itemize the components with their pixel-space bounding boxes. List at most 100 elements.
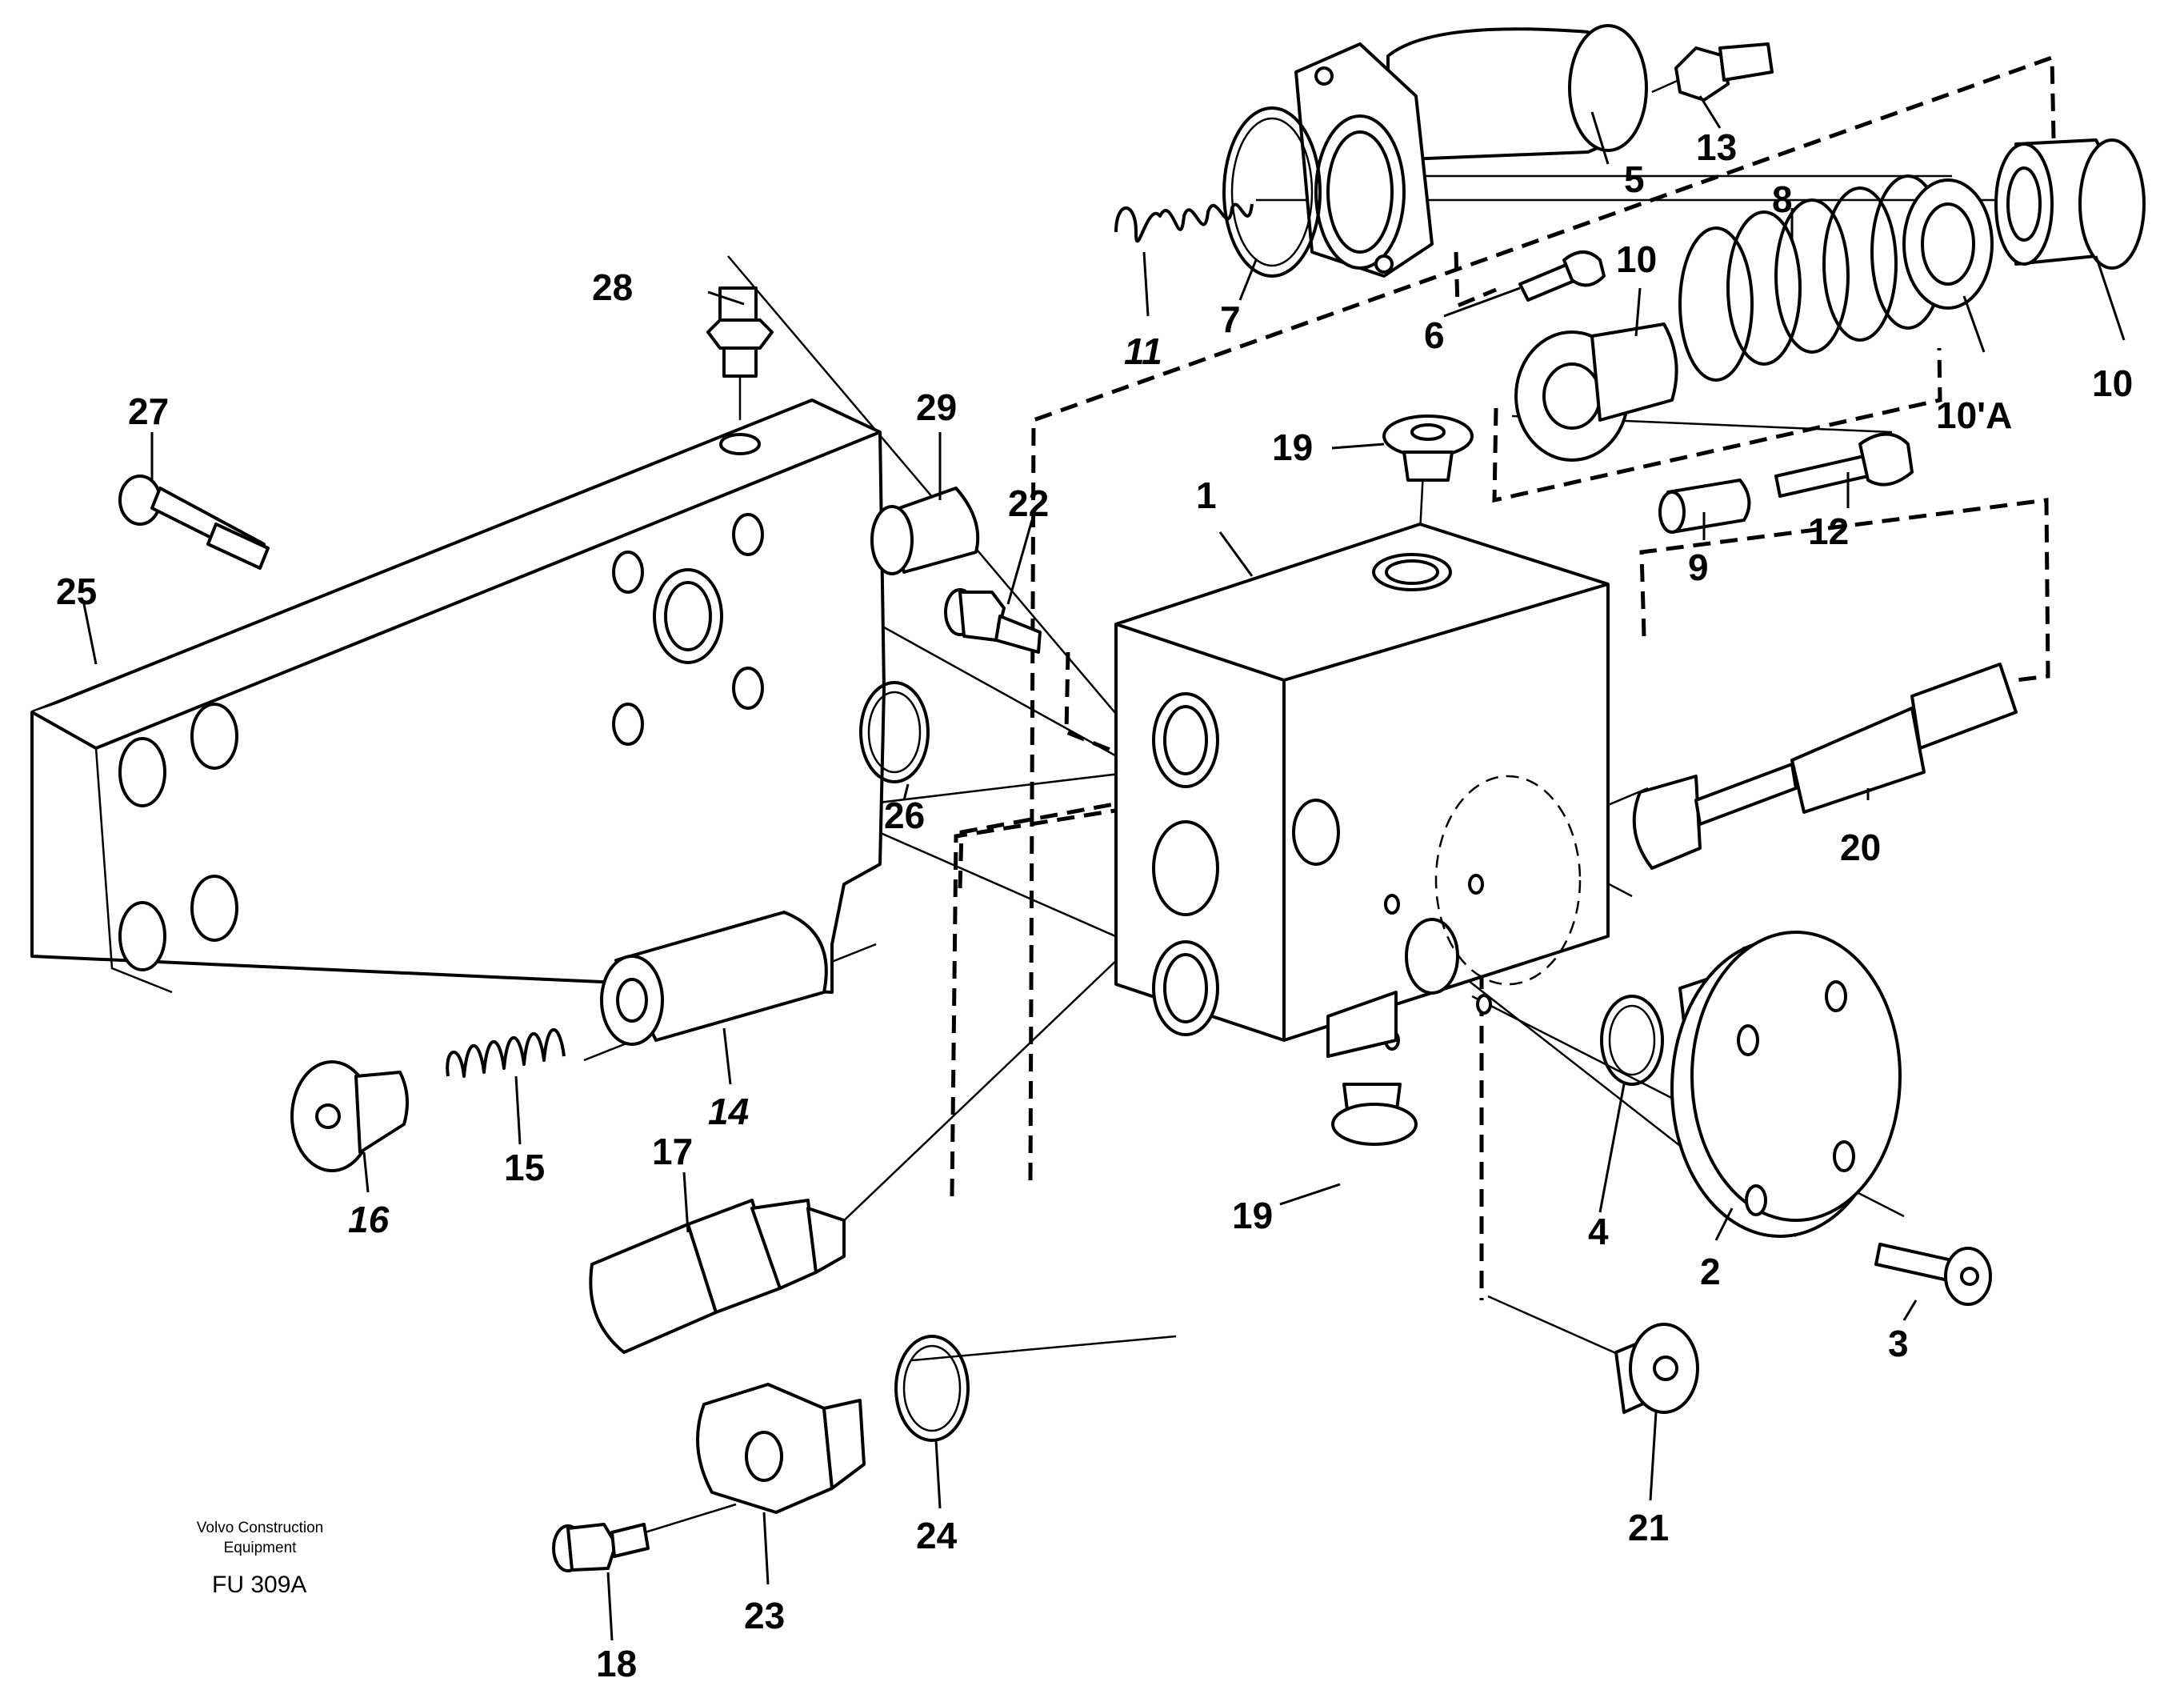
leader-19a <box>1331 443 1385 450</box>
block-hidden-face <box>1434 775 1582 986</box>
leader-4 <box>1598 1083 1626 1213</box>
callout-10a: 10'A <box>1936 394 2012 436</box>
spring-seat-10-right[interactable] <box>1994 138 2146 270</box>
cover-hole <box>1833 1140 1855 1172</box>
spring-11[interactable] <box>1114 202 1254 243</box>
callout-27: 27 <box>128 390 169 432</box>
solenoid-5[interactable] <box>1294 24 1648 278</box>
bracket-port-inner <box>664 581 712 651</box>
bracket-hole <box>732 513 764 556</box>
nipple-28[interactable] <box>706 286 774 378</box>
spring-15-coils <box>446 1028 566 1078</box>
bracket-hole <box>190 703 238 770</box>
screw-6[interactable] <box>1518 250 1606 302</box>
plug-16[interactable] <box>290 1060 409 1172</box>
spool-14-bore <box>616 978 648 1023</box>
screw-3[interactable] <box>1874 1243 1992 1306</box>
leader-15 <box>514 1075 522 1145</box>
leader-11 <box>1142 251 1150 317</box>
washer-10a[interactable] <box>1902 178 1994 310</box>
leader-18 <box>606 1572 614 1641</box>
axis-plug21 <box>1487 1295 1633 1362</box>
screw-13[interactable] <box>1674 42 1774 102</box>
plug-21[interactable] <box>1614 1323 1699 1414</box>
leader-23 <box>762 1512 770 1585</box>
group-outline-spring <box>1492 347 1942 503</box>
nipple-18-hex <box>566 1523 618 1572</box>
o-ring-24[interactable] <box>894 1335 970 1442</box>
bolt-27[interactable] <box>118 475 270 570</box>
leader-3 <box>1902 1300 1918 1321</box>
callout-14: 14 <box>708 1091 749 1132</box>
relief-tip <box>806 1207 846 1274</box>
screw-3-shank <box>1874 1243 1954 1282</box>
drawing-code: FU 309A <box>212 1572 306 1598</box>
cartridge-bore <box>745 1431 783 1482</box>
nipple-tail <box>722 346 758 378</box>
spool-20[interactable] <box>1632 663 2018 870</box>
bracket-hole <box>190 875 238 942</box>
relief-cap <box>589 1223 718 1354</box>
callout-4: 4 <box>1588 1211 1609 1252</box>
nipple-22[interactable] <box>944 588 1042 654</box>
spool-14[interactable] <box>600 911 828 1046</box>
callout-24: 24 <box>916 1515 958 1556</box>
plug-19-top[interactable] <box>1382 414 1474 482</box>
callout-21: 21 <box>1628 1507 1669 1548</box>
spool-20-left <box>1632 775 1702 870</box>
callout-12: 12 <box>1808 511 1849 552</box>
spring-8-coil <box>1822 186 1898 342</box>
valve-block-1[interactable] <box>1114 523 1610 1058</box>
solenoid-can-end <box>1568 24 1648 152</box>
o-ring-26[interactable] <box>859 681 930 783</box>
leader-16 <box>362 1151 370 1193</box>
callout-3: 3 <box>1888 1323 1909 1364</box>
caption-block: Volvo Construction Equipment FU 309A <box>197 1520 323 1598</box>
group-outline-screw <box>1454 251 1497 309</box>
caption-brand-line1: Volvo Construction <box>197 1520 323 1536</box>
cover-hole <box>1745 1184 1767 1216</box>
leader-7 <box>1238 259 1258 301</box>
cover-2[interactable] <box>1670 931 1902 1238</box>
screw-12-shank <box>1774 455 1870 498</box>
block-tap <box>1468 874 1484 895</box>
group-outline-relief <box>950 807 1121 1197</box>
bracket-top-hole <box>719 433 761 455</box>
spring-8[interactable] <box>1678 174 1946 382</box>
solenoid-bore-inner <box>1326 130 1394 254</box>
group-outline-valve <box>958 798 1137 889</box>
leader-22 <box>1006 519 1034 605</box>
plug-29[interactable] <box>870 487 980 575</box>
spring-seat-10-left[interactable] <box>1514 322 1678 462</box>
o-ring-24-inner <box>902 1344 962 1432</box>
spring-15[interactable] <box>446 1028 566 1078</box>
nipple-18[interactable] <box>552 1523 650 1572</box>
callout-23: 23 <box>744 1595 785 1636</box>
axis-nipple18 <box>631 1503 737 1538</box>
o-ring-7[interactable] <box>1222 106 1322 278</box>
axis-oring24 <box>911 1335 1177 1362</box>
spring-8-coil <box>1774 198 1850 354</box>
block-tap <box>1476 994 1492 1015</box>
plug-16-socket <box>315 1103 341 1129</box>
callout-11: 11 <box>1124 330 1162 372</box>
callout-8: 8 <box>1772 178 1793 220</box>
leader-25 <box>82 603 98 665</box>
o-ring-4[interactable] <box>1600 995 1664 1086</box>
plug-19-bottom[interactable] <box>1331 1083 1418 1146</box>
leader-10A <box>1962 295 1986 353</box>
callout-5: 5 <box>1624 158 1645 200</box>
cartridge-23[interactable] <box>696 1383 866 1514</box>
sleeve-9[interactable] <box>1658 479 1751 534</box>
relief-valve-17[interactable] <box>589 1199 846 1354</box>
leader-28 <box>707 290 745 306</box>
block-side-port <box>1292 799 1340 866</box>
leader-13 <box>1698 95 1722 129</box>
bracket-25[interactable] <box>30 398 886 994</box>
callout-29: 29 <box>916 386 957 428</box>
plug-socket <box>1410 423 1446 441</box>
block-tap <box>1384 894 1400 915</box>
block-port-inner <box>1163 705 1208 775</box>
screw-12[interactable] <box>1774 432 1914 498</box>
block-top-port-inner <box>1385 559 1439 585</box>
